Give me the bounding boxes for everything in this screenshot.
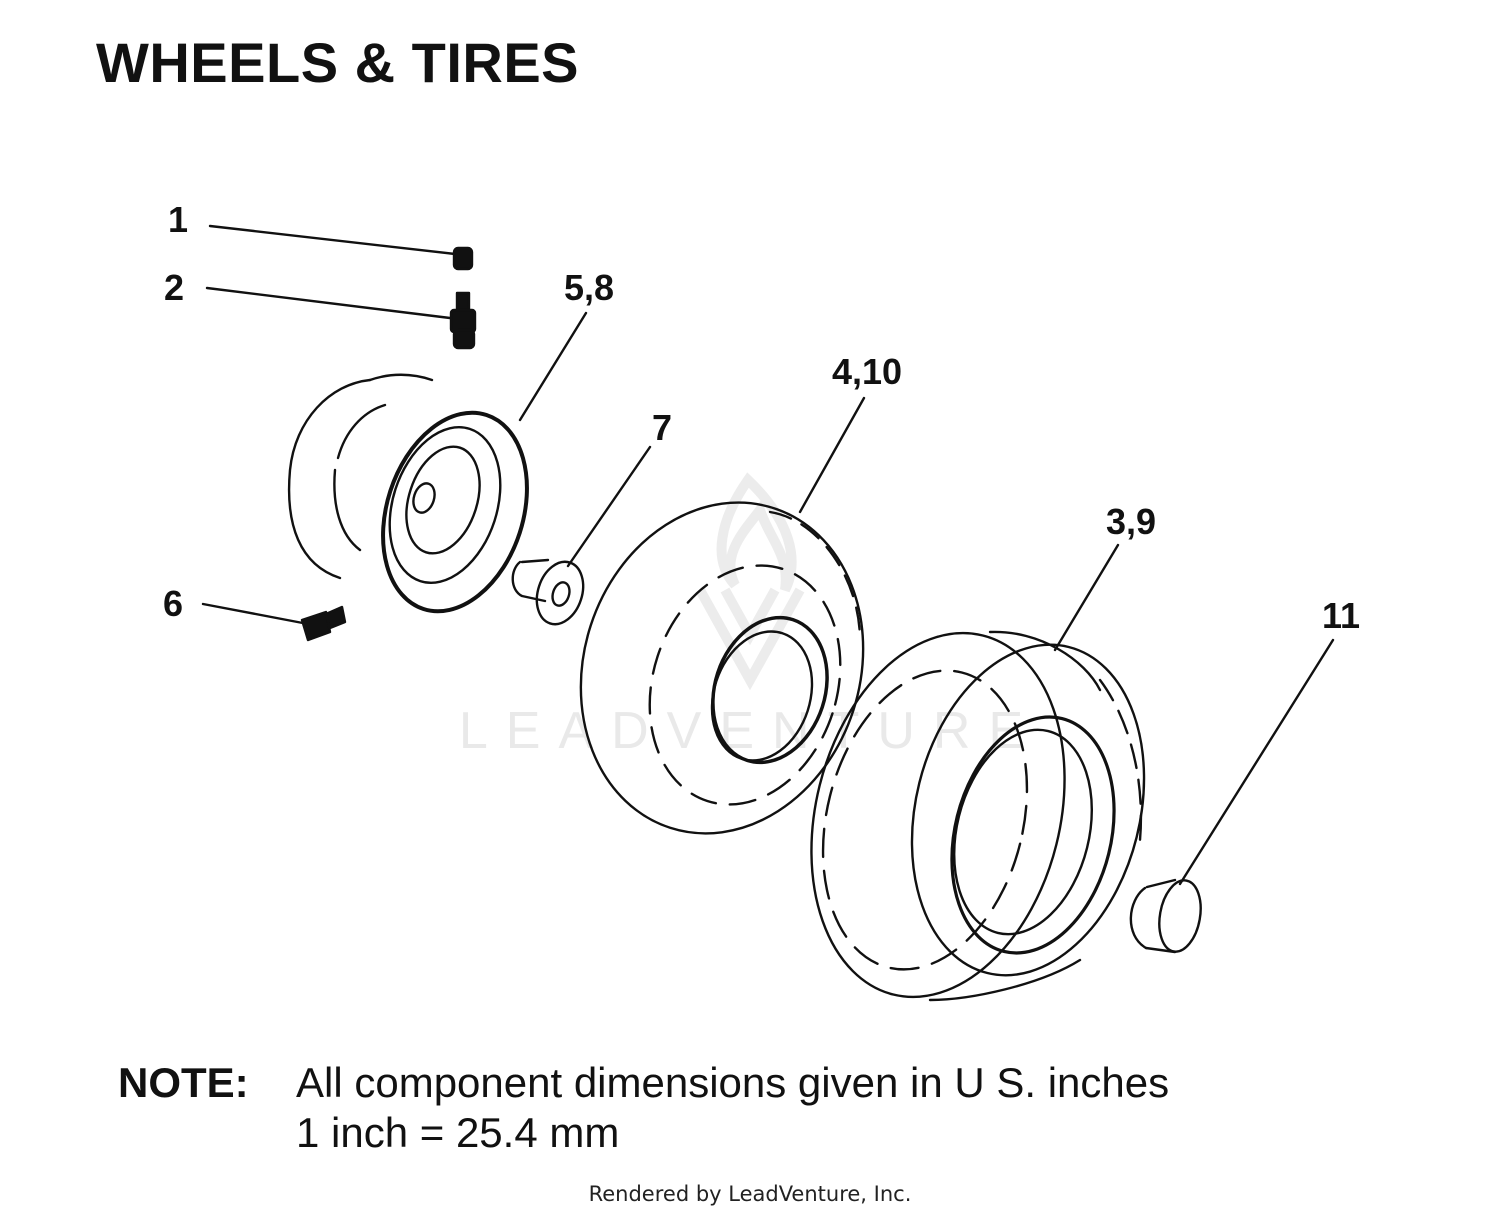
part-tire-small (579, 396, 866, 835)
dimensions-note: NOTE: All component dimensions given in … (118, 1058, 1169, 1158)
part-grease-fitting (201, 602, 347, 642)
callout-3-9: 3,9 (1106, 501, 1156, 542)
note-line-1: All component dimensions given in U S. i… (296, 1059, 1170, 1106)
part-bearing (511, 445, 652, 626)
watermark: LEADVENTURE (459, 472, 1041, 760)
note-label: NOTE: (118, 1059, 249, 1106)
footer-credit: Rendered by LeadVenture, Inc. (588, 1182, 912, 1206)
part-wheel-rim (287, 311, 588, 614)
part-valve-cap (208, 224, 474, 271)
callout-5-8: 5,8 (564, 267, 614, 308)
callout-11: 11 (1322, 595, 1360, 636)
part-hub-cap (1129, 638, 1335, 954)
callout-7: 7 (652, 407, 672, 448)
note-line-2: 1 inch = 25.4 mm (296, 1109, 620, 1156)
callout-1: 1 (168, 199, 188, 240)
part-tire-large (810, 543, 1146, 1002)
page-title: WHEELS & TIRES (96, 31, 580, 94)
part-valve-stem (205, 286, 477, 350)
callout-4-10: 4,10 (832, 351, 902, 392)
callout-2: 2 (164, 267, 184, 308)
watermark-logo-icon (695, 472, 805, 691)
callout-6: 6 (163, 583, 183, 624)
callout-labels: 1 2 5,8 4,10 7 3,9 6 11 (163, 199, 1360, 636)
watermark-text: LEADVENTURE (459, 702, 1041, 760)
note-text: All component dimensions given in U S. i… (296, 1058, 1169, 1158)
